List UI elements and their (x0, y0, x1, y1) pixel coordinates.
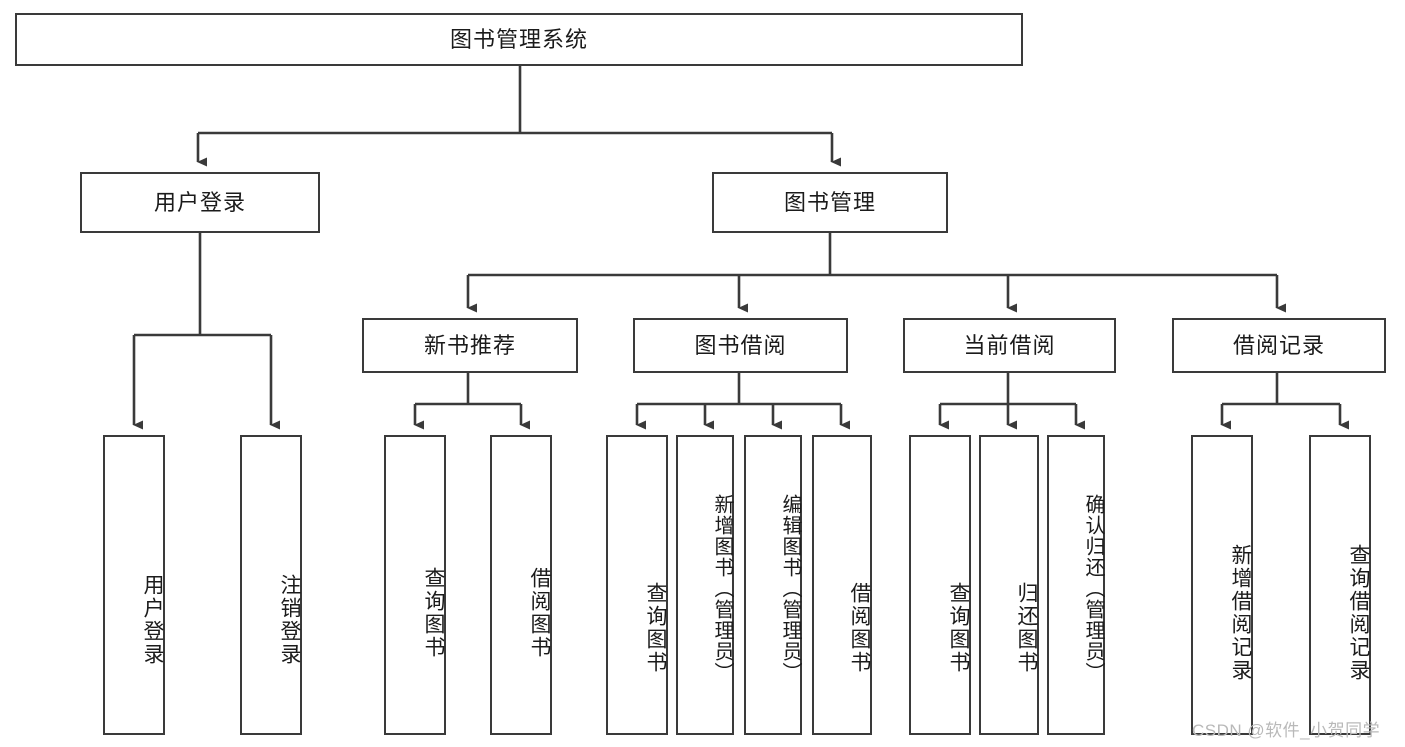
node-leaf-add-borrow-record[interactable]: 新增借阅记录 (1191, 435, 1253, 735)
node-current-borrow[interactable]: 当前借阅 (903, 318, 1116, 373)
node-leaf-borrow-book-1[interactable]: 借阅图书 (490, 435, 552, 735)
node-label: 图书管理 (783, 189, 876, 215)
node-label: 新增借阅记录 (1229, 543, 1252, 682)
node-leaf-logout-login[interactable]: 注销登录 (240, 435, 302, 735)
node-book-borrow[interactable]: 图书借阅 (633, 318, 848, 373)
node-leaf-return-book[interactable]: 归还图书 (979, 435, 1039, 735)
node-label: 借阅图书 (848, 581, 871, 674)
node-label: 查询图书 (947, 581, 970, 674)
node-label: 查询借阅记录 (1347, 543, 1370, 682)
node-label: 用户登录 (141, 574, 164, 666)
node-label: 查询图书 (422, 566, 445, 659)
node-leaf-add-book-admin[interactable]: 新增图书（管理员） (676, 435, 734, 735)
node-label: 当前借阅 (963, 332, 1056, 358)
node-label: 查询图书 (644, 581, 667, 674)
node-label: 归还图书 (1015, 581, 1038, 674)
node-book-management[interactable]: 图书管理 (712, 172, 948, 233)
node-user-login[interactable]: 用户登录 (80, 172, 320, 233)
node-leaf-user-login[interactable]: 用户登录 (103, 435, 165, 735)
node-leaf-query-book-2[interactable]: 查询图书 (606, 435, 668, 735)
node-root-title[interactable]: 图书管理系统 (15, 13, 1023, 66)
node-label: 编辑图书（管理员） (779, 493, 801, 683)
watermark-text: CSDN @软件_小贺同学 (1192, 721, 1381, 740)
node-label: 图书管理系统 (449, 26, 588, 52)
node-label: 新书推荐 (423, 332, 516, 358)
node-leaf-confirm-return-admin[interactable]: 确认归还（管理员） (1047, 435, 1105, 735)
node-label: 图书借阅 (694, 332, 787, 358)
node-label: 注销登录 (278, 574, 301, 666)
node-leaf-edit-book-admin[interactable]: 编辑图书（管理员） (744, 435, 802, 735)
node-label: 借阅记录 (1232, 332, 1325, 358)
node-borrow-record[interactable]: 借阅记录 (1172, 318, 1386, 373)
node-label: 新增图书（管理员） (711, 493, 733, 683)
node-label: 确认归还（管理员） (1082, 493, 1104, 683)
node-new-book-recommend[interactable]: 新书推荐 (362, 318, 578, 373)
node-leaf-query-borrow-record[interactable]: 查询借阅记录 (1309, 435, 1371, 735)
node-leaf-borrow-book-2[interactable]: 借阅图书 (812, 435, 872, 735)
node-label: 用户登录 (153, 189, 246, 215)
node-label: 借阅图书 (528, 566, 551, 659)
node-leaf-query-book-1[interactable]: 查询图书 (384, 435, 446, 735)
node-leaf-query-book-3[interactable]: 查询图书 (909, 435, 971, 735)
